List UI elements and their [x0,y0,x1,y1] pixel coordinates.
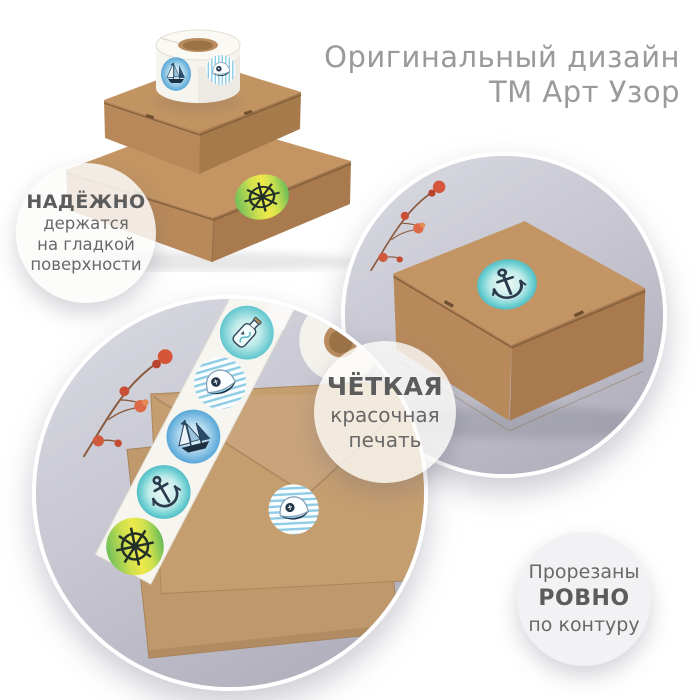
kraft-mailer-box [392,221,646,431]
badge-adhesion-line: поверхности [30,255,142,274]
badge-adhesion-line: на гладкой [37,234,135,254]
brand-title-line1: Оригинальный дизайн [324,40,680,74]
ship-sticker-on-roll [160,56,192,92]
mailer-box-photo-circle [341,152,667,478]
sticker-roll [154,29,242,112]
badge-cut-line: по контуру [528,614,640,637]
badge-cut: Прорезаны РОВНО по контуру [517,532,651,666]
badge-print-line: печать [348,427,422,452]
badge-print-title: ЧЁТКАЯ [326,372,444,402]
badge-adhesion-line: держатся [43,214,129,234]
badge-adhesion: НАДЁЖНО держатся на гладкой поверхности [16,163,156,303]
brand-title: Оригинальный дизайн ТМ Арт Узор [324,40,680,111]
badge-print: ЧЁТКАЯ красочная печать [314,341,456,483]
badge-cut-title: РОВНО [538,585,630,611]
badge-print-line: красочная [330,402,440,427]
badge-adhesion-title: НАДЁЖНО [26,190,146,213]
brand-title-line2: ТМ Арт Узор [488,75,680,110]
captain-hat-sticker-on-roll [206,55,236,85]
badge-cut-line: Прорезаны [528,561,640,584]
